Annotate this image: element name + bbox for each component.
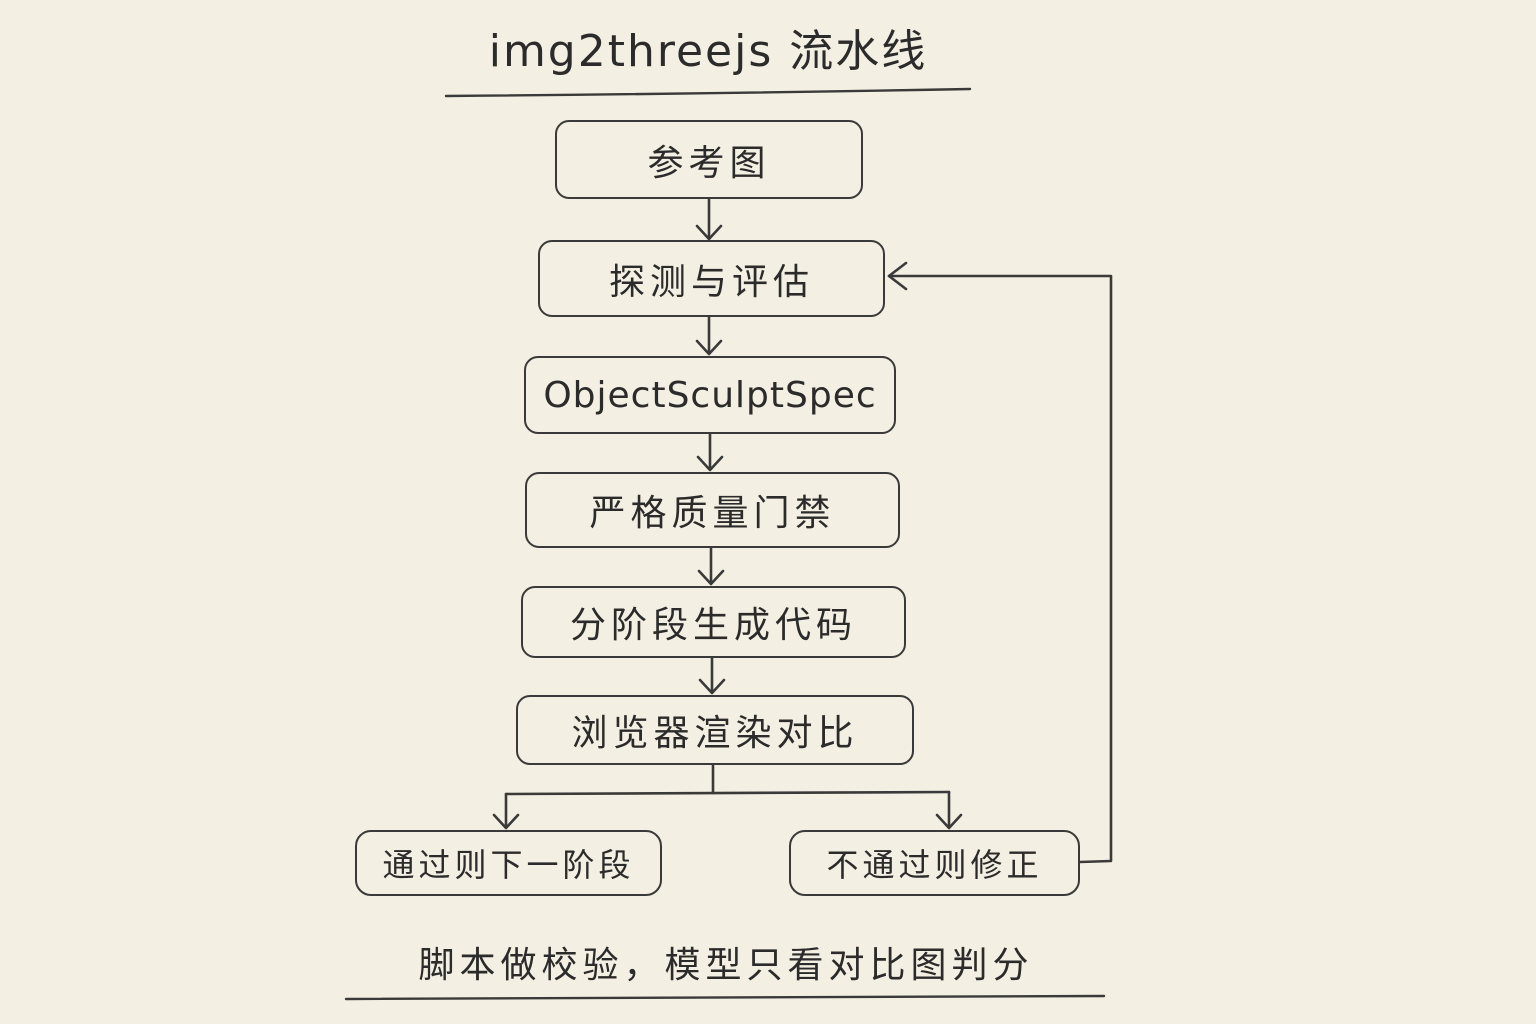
diagram-title: img2threejs 流水线: [488, 26, 928, 77]
edge-render-branch: [492, 763, 963, 830]
node-object-sculpt-spec: ObjectSculptSpec: [524, 356, 896, 434]
edge-gate-to-codegen: [697, 546, 725, 586]
node-staged-codegen: 分阶段生成代码: [521, 586, 906, 658]
node-quality-gate: 严格质量门禁: [525, 472, 900, 548]
node-reference-image: 参考图: [555, 120, 863, 199]
title-underline: [444, 87, 972, 98]
edge-probe-to-spec: [695, 315, 723, 356]
node-fail-fix: 不通过则修正: [789, 830, 1080, 896]
node-pass-next-stage: 通过则下一阶段: [355, 830, 662, 896]
edge-spec-to-gate: [696, 432, 724, 472]
edge-fix-to-probe-loop: [887, 261, 1113, 864]
edge-reference-to-probe: [695, 197, 723, 241]
footer-underline: [344, 994, 1106, 1001]
node-browser-render-compare: 浏览器渲染对比: [516, 695, 914, 765]
node-probe-assess: 探测与评估: [538, 240, 885, 317]
diagram-footer-note: 脚本做校验，模型只看对比图判分: [418, 945, 1034, 986]
edge-codegen-to-render: [698, 656, 726, 695]
